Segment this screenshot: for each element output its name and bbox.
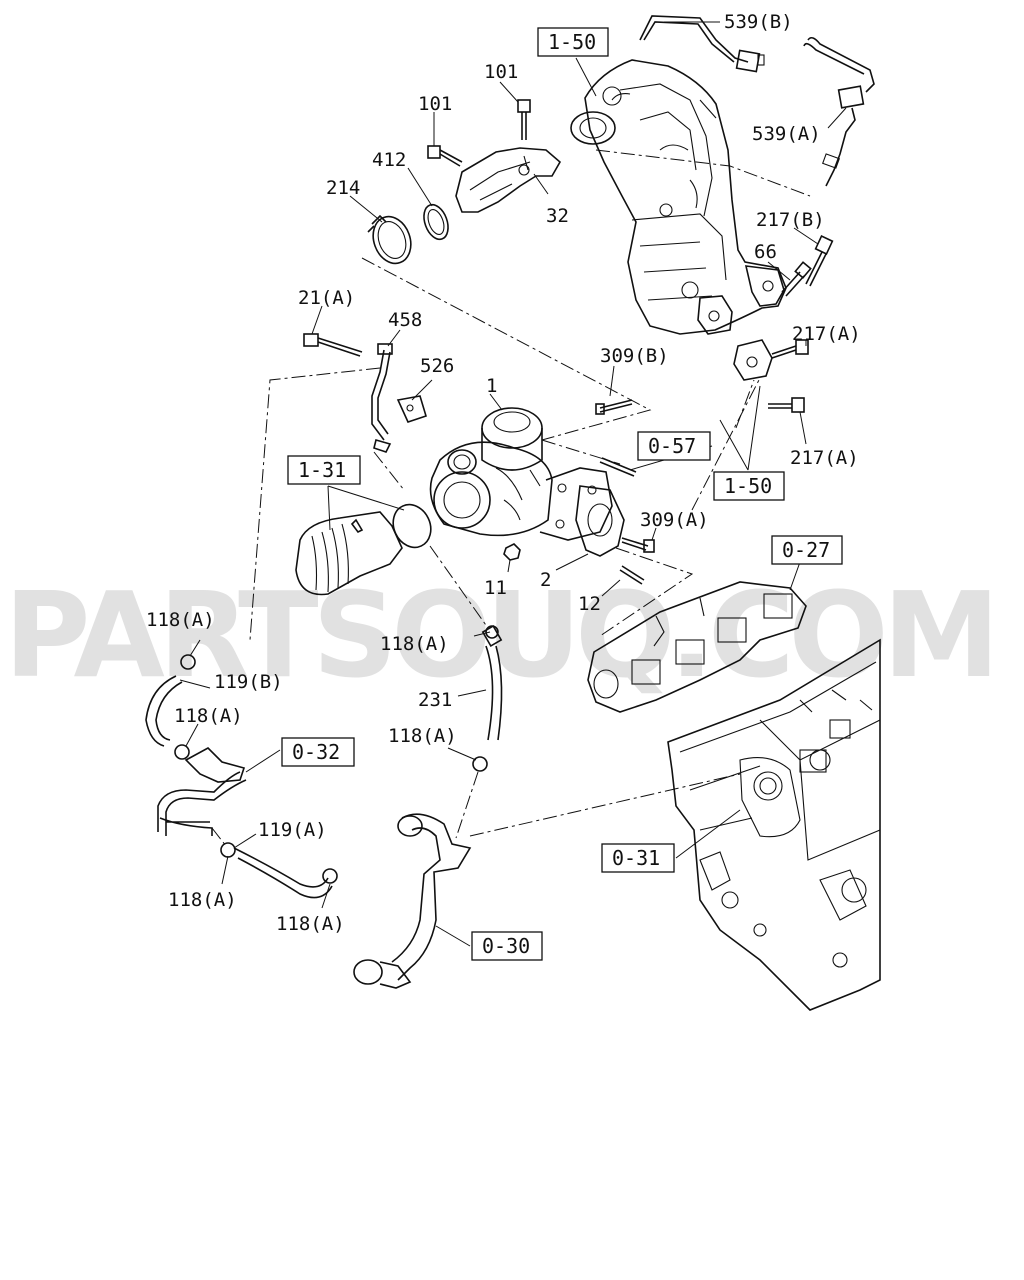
callout-539a: 539(A) <box>752 123 821 145</box>
callout-2: 2 <box>540 569 551 591</box>
callout-labels: 539(B) 539(A) 101 101 412 214 32 217(B) … <box>146 11 861 935</box>
callout-214: 214 <box>326 177 360 199</box>
bolt-101-upper <box>517 99 531 140</box>
bolt-101-left <box>427 145 463 167</box>
clamp-118a-6 <box>472 756 488 772</box>
leader-lines <box>179 21 847 947</box>
clamp-214 <box>367 214 412 265</box>
callout-101-left: 101 <box>418 93 452 115</box>
intake-hose-1-31 <box>295 503 432 596</box>
callout-1: 1 <box>486 375 497 397</box>
ref-0-57: 0-57 <box>648 434 696 458</box>
callout-101-upper: 101 <box>484 61 518 83</box>
ref-0-27: 0-27 <box>782 538 830 562</box>
alignment-lines <box>211 149 811 847</box>
callout-12: 12 <box>578 593 601 615</box>
bolt-309a <box>621 537 655 553</box>
coolant-pipe-0-32 <box>157 747 247 836</box>
callout-66: 66 <box>754 241 777 263</box>
callout-231: 231 <box>418 689 452 711</box>
callout-118a-6: 118(A) <box>276 913 345 935</box>
reference-boxes: 1-50 0-57 1-50 1-31 0-27 0-32 0-31 0-30 <box>281 27 843 961</box>
clamp-118a-2 <box>174 744 190 760</box>
callout-119a: 119(A) <box>258 819 327 841</box>
bolt-217a-upper <box>771 339 809 359</box>
ref-0-30: 0-30 <box>482 934 530 958</box>
sensor-539a <box>803 36 875 187</box>
callout-32: 32 <box>546 205 569 227</box>
callout-217b: 217(B) <box>756 209 825 231</box>
bracket-1-50 <box>697 295 773 381</box>
callout-526: 526 <box>420 355 454 377</box>
clamp-118a-4 <box>322 868 338 884</box>
callout-119b: 119(B) <box>214 671 283 693</box>
callout-21a: 21(A) <box>298 287 355 309</box>
callout-11: 11 <box>484 577 507 599</box>
callout-217a-lower: 217(A) <box>790 447 859 469</box>
oil-pipe-458 <box>371 343 393 453</box>
clamp-118a-3 <box>220 842 236 858</box>
ref-0-31: 0-31 <box>612 846 660 870</box>
clamp-118a-5 <box>485 625 499 639</box>
ref-1-50-top: 1-50 <box>548 30 596 54</box>
stud-309b <box>595 399 633 415</box>
gasket-412 <box>423 203 449 241</box>
callout-118a-3: 118(A) <box>174 705 243 727</box>
turbocharger-1 <box>429 407 613 541</box>
hose-119a <box>233 847 333 899</box>
callout-217a-upper: 217(A) <box>792 323 861 345</box>
bolt-21a <box>303 333 363 357</box>
ref-0-32: 0-32 <box>292 740 340 764</box>
clamp-118a-1 <box>180 654 196 670</box>
callout-412: 412 <box>372 149 406 171</box>
callout-118a-5: 118(A) <box>168 889 237 911</box>
callout-118a-2: 118(A) <box>380 633 449 655</box>
callout-309a: 309(A) <box>640 509 709 531</box>
hose-119b <box>145 675 183 747</box>
callout-458: 458 <box>388 309 422 331</box>
sensor-539b <box>639 15 765 73</box>
stud-12 <box>619 565 645 585</box>
gasket-526 <box>396 395 427 423</box>
bolt-66 <box>781 261 812 297</box>
callout-539b: 539(B) <box>724 11 793 33</box>
water-pipe-0-30 <box>353 813 472 989</box>
catalytic-converter <box>570 59 787 335</box>
callout-309b: 309(B) <box>600 345 669 367</box>
callout-118a-4: 118(A) <box>388 725 457 747</box>
exhaust-manifold-0-27 <box>587 581 807 713</box>
stud-0-57 <box>599 457 637 477</box>
ref-1-31: 1-31 <box>298 458 346 482</box>
nut-11 <box>503 543 521 561</box>
hose-231 <box>481 624 503 741</box>
engine-block <box>667 638 881 1011</box>
bolt-217b <box>805 235 834 287</box>
callout-118a-1: 118(A) <box>146 609 215 631</box>
bolt-217a-lower <box>768 397 805 413</box>
ref-1-50-mid: 1-50 <box>724 474 772 498</box>
heat-shield-32 <box>455 147 562 213</box>
gasket-2 <box>575 485 625 557</box>
